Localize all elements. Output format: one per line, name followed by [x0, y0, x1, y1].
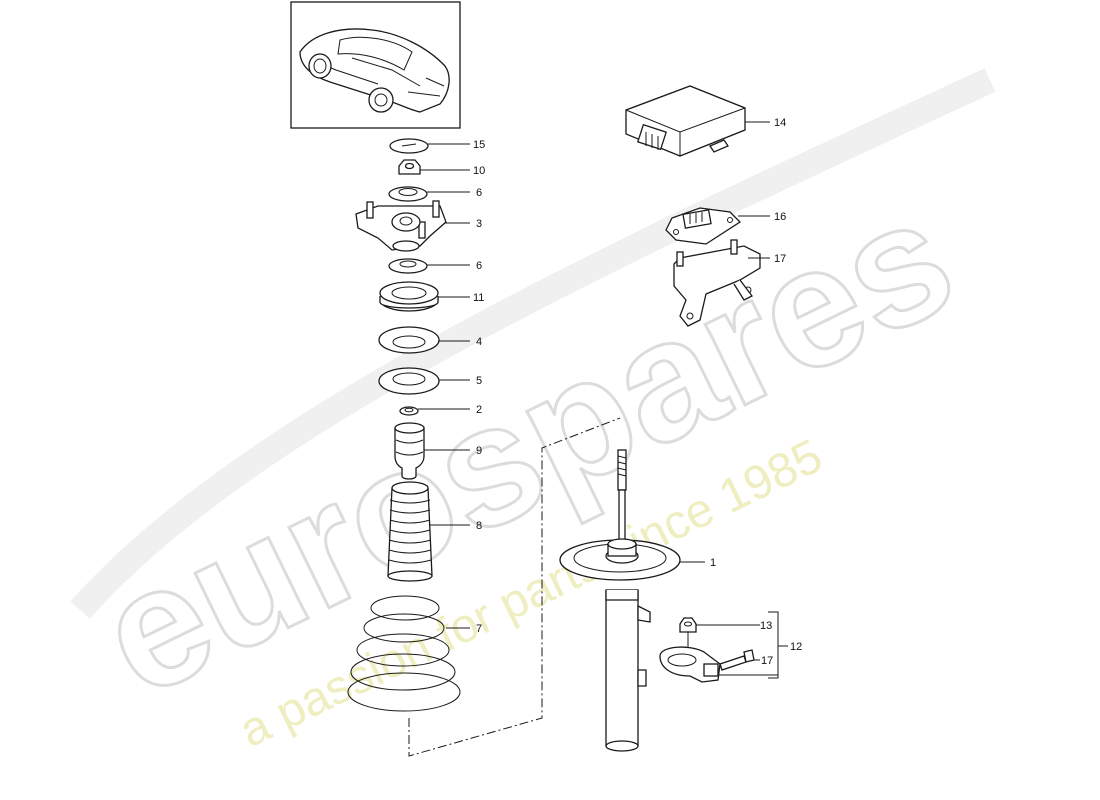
part-1-shock-absorber: [559, 449, 681, 752]
callout-7: 7: [476, 623, 482, 635]
leader-lines: [418, 121, 788, 679]
part-4-spring-seat: [378, 326, 440, 354]
callout-15: 15: [473, 139, 485, 151]
assembly-dash-line: [408, 417, 621, 757]
callout-12: 12: [790, 641, 802, 653]
part-6-lower-washer: [388, 258, 428, 274]
part-5-isolator: [378, 367, 440, 395]
part-8-dust-boot: [387, 481, 433, 582]
part-17-bolt: [719, 649, 755, 671]
part-9-bump-stop: [394, 422, 425, 480]
callout-9: 9: [476, 445, 482, 457]
car-thumbnail: [290, 1, 461, 129]
callout-16: 16: [774, 211, 786, 223]
callout-13: 13: [760, 620, 772, 632]
car-convertible-icon: [299, 28, 450, 113]
part-17-bracket: [673, 239, 761, 327]
callout-17-bracket: 17: [774, 253, 786, 265]
watermark-brand: eurospares: [73, 161, 980, 734]
part-2-ring: [399, 406, 419, 416]
callout-labels: 15 10 6 3 6 11 4 5 2 9 8 7 14 16 17 1 13…: [473, 117, 802, 667]
part-12-clamp: [659, 646, 721, 683]
part-16-sensor: [665, 207, 742, 245]
callout-17-bolt: 17: [761, 655, 773, 667]
callout-6-upper: 6: [476, 187, 482, 199]
callout-6-lower: 6: [476, 260, 482, 272]
part-7-coil-spring: [347, 595, 461, 712]
callout-14: 14: [774, 117, 786, 129]
callout-10: 10: [473, 165, 485, 177]
part-6-upper-washer: [388, 186, 428, 202]
callout-8: 8: [476, 520, 482, 532]
part-11-bearing: [379, 281, 439, 312]
part-14-control-unit: [625, 85, 746, 157]
callout-5: 5: [476, 375, 482, 387]
callout-11: 11: [473, 292, 484, 304]
part-15-cap: [389, 138, 429, 154]
watermark: eurospares a passion for parts since 198…: [70, 68, 996, 758]
part-13-nut: [679, 617, 697, 633]
part-10-nut: [398, 159, 421, 175]
callout-3: 3: [476, 218, 482, 230]
callout-4: 4: [476, 336, 482, 348]
callout-2: 2: [476, 404, 482, 416]
part-3-strut-mount: [355, 200, 447, 252]
callout-1: 1: [710, 557, 716, 569]
